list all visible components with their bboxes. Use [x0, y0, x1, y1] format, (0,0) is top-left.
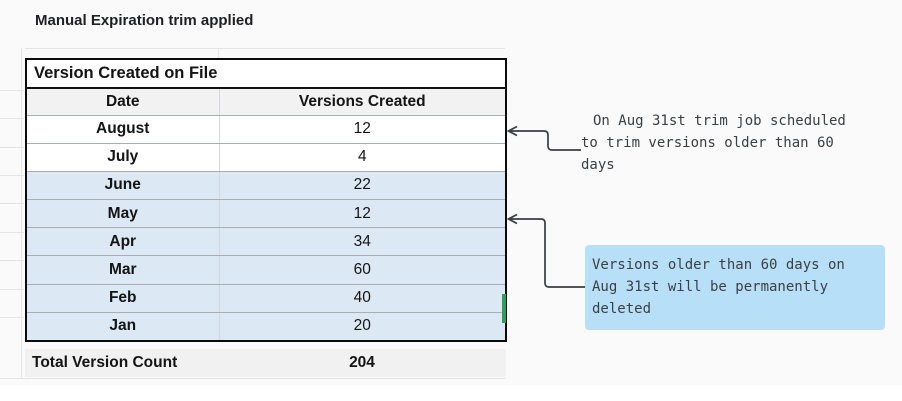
gridline-margin-row — [0, 203, 24, 204]
table-row: Feb 40 — [26, 284, 507, 313]
table-row: Apr 34 — [26, 227, 507, 257]
gridline-margin-row — [0, 90, 24, 91]
count-cell: 40 — [218, 284, 507, 313]
callout-line: deleted — [592, 301, 652, 317]
month-cell: August — [26, 115, 219, 144]
gridline-margin-row — [0, 260, 24, 261]
col-header-date: Date — [26, 88, 219, 116]
callout-delete-warning-box: Versions older than 60 days on Aug 31st … — [585, 245, 885, 330]
month-cell: May — [26, 199, 219, 229]
count-cell: 20 — [218, 312, 507, 341]
bottom-margin — [0, 385, 902, 401]
callout-line: Versions older than 60 days on — [592, 257, 845, 273]
gridline-below-total — [0, 378, 506, 379]
month-cell: Jan — [26, 312, 219, 341]
callout-trim-scheduled: On Aug 31st trim job scheduled to trim v… — [581, 110, 846, 176]
count-cell: 34 — [218, 227, 507, 257]
gridline-above-table — [25, 48, 505, 49]
arrow-to-may-row — [506, 213, 585, 288]
count-cell: 12 — [218, 199, 507, 229]
table-row: Jan 20 — [26, 312, 507, 341]
green-border-marker — [502, 294, 506, 323]
gridline-margin-row — [0, 289, 24, 290]
table-row: May 12 — [26, 199, 507, 229]
table-row: Mar 60 — [26, 255, 507, 285]
count-cell: 4 — [218, 143, 507, 172]
callout-line: days — [581, 157, 615, 173]
total-row: Total Version Count 204 — [25, 349, 506, 377]
total-label: Total Version Count — [32, 354, 178, 371]
month-cell: July — [26, 143, 219, 172]
count-cell: 12 — [218, 115, 507, 144]
gridline-margin-row — [0, 147, 24, 148]
col-header-versions: Versions Created — [218, 88, 507, 116]
month-cell: Mar — [26, 255, 219, 285]
table-row: June 22 — [26, 171, 507, 201]
version-table: Version Created on File Date Versions Cr… — [25, 58, 508, 342]
page-title: Manual Expiration trim applied — [35, 12, 254, 29]
callout-line: Aug 31st will be permanently — [592, 279, 829, 295]
month-cell: June — [26, 171, 219, 201]
gridline-column-divider-top — [218, 48, 219, 58]
arrow-to-august-row — [506, 125, 581, 151]
month-cell: Feb — [26, 284, 219, 313]
gridline-margin-row — [0, 317, 24, 318]
table-title: Version Created on File — [26, 59, 507, 89]
count-cell: 60 — [218, 255, 507, 285]
total-value: 204 — [349, 354, 375, 371]
callout-line: to trim versions older than 60 — [581, 135, 834, 151]
month-cell: Apr — [26, 227, 219, 257]
table-row: July 4 — [26, 143, 507, 172]
gridline-left-vertical — [21, 48, 22, 378]
count-cell: 22 — [218, 171, 507, 201]
gridline-margin-row — [0, 118, 24, 119]
table-row: August 12 — [26, 115, 507, 144]
gridline-margin-row — [0, 175, 24, 176]
gridline-margin-row — [0, 232, 24, 233]
callout-line: On Aug 31st trim job scheduled — [593, 113, 846, 129]
